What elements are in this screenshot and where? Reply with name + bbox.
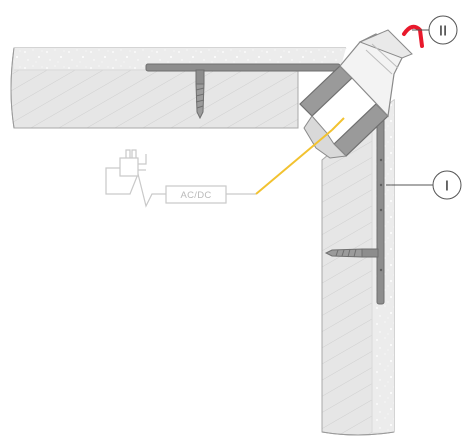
wall-t-profile	[324, 117, 385, 305]
ceiling-t-profile	[145, 63, 341, 120]
callout-ii-label: II	[439, 23, 447, 40]
power-supply-connection: AC/DC	[105, 149, 256, 208]
corner-profile	[299, 29, 413, 159]
callout-ii: II	[412, 15, 458, 45]
callout-i: I	[386, 170, 462, 200]
ac-dc-label: AC/DC	[180, 190, 211, 201]
ceiling-wall	[10, 47, 347, 129]
plug-icon	[119, 157, 139, 177]
led-cable	[255, 117, 345, 195]
callout-i-label: I	[445, 178, 449, 195]
